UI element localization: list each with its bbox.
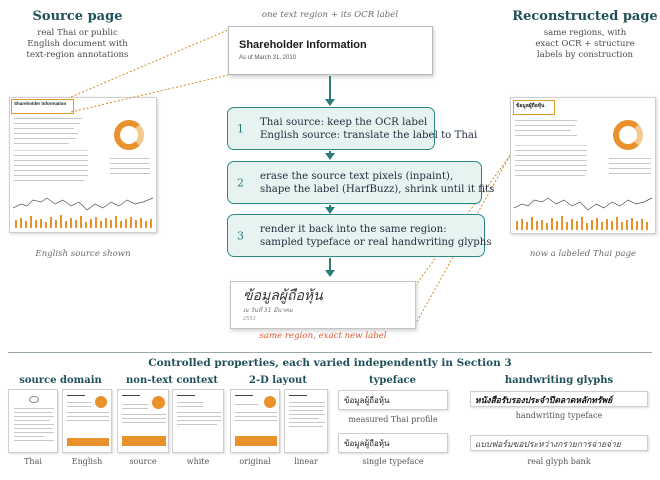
source-doc-header: Shareholder Information xyxy=(14,101,67,106)
mini-context-white xyxy=(172,389,224,453)
reconstructed-page-thumbnail: ข้อมูลผู้ถือหุ้น xyxy=(510,97,656,234)
group-2d-layout: 2-D layout xyxy=(249,375,307,386)
group-handwriting-glyphs: handwriting glyphs xyxy=(504,375,614,386)
arrow-head-2 xyxy=(325,153,335,160)
caption-real-glyph-bank: real glyph bank xyxy=(527,457,591,466)
flow-arrow-1 xyxy=(329,76,331,100)
reconstructed-chart-graphic xyxy=(514,197,653,230)
caption-linear: linear xyxy=(294,457,318,466)
output-year: 2553 xyxy=(243,316,256,322)
output-thai-sub: ณ วันที่ 31 มีนาคม xyxy=(243,307,293,314)
reconstructed-page-caption: now a labeled Thai page xyxy=(529,249,637,259)
handwriting-sample-glyph-bank: แบบฟอร์มขอประหว่างกรายการจ่ายจ่าย xyxy=(470,435,648,451)
group-typeface: typeface xyxy=(368,375,417,386)
stock-chart-graphic xyxy=(13,197,154,228)
caption-handwriting-typeface: handwriting typeface xyxy=(515,411,603,420)
step-2-number: 2 xyxy=(237,176,244,189)
donut-chart-icon xyxy=(114,120,144,150)
source-page-title: Source page xyxy=(32,9,123,24)
source-region-title: Shareholder Information xyxy=(239,39,367,51)
reconstructed-doc-header: ข้อมูลผู้ถือหุ้น xyxy=(516,103,545,109)
flow-arrow-4 xyxy=(329,258,331,272)
step-3-number: 3 xyxy=(237,229,244,242)
output-thai-title: ข้อมูลผู้ถือหุ้น xyxy=(243,288,323,304)
reconstructed-page-title: Reconstructed page xyxy=(512,9,658,24)
mini-layout-original xyxy=(230,389,280,453)
mini-context-source xyxy=(117,389,169,453)
reconstructed-highlight-box xyxy=(513,100,555,115)
step-3-text: render it back into the same region: sam… xyxy=(260,223,492,248)
source-page-caption: English source shown xyxy=(35,249,131,259)
group-non-text-context: non-text context xyxy=(126,375,218,386)
source-region-sub: As of March 31, 2010 xyxy=(239,55,297,61)
typeface-sample-measured: ข้อมูลผู้ถือหุ้น xyxy=(338,390,448,410)
output-caption: same region, exact new label xyxy=(259,331,387,341)
reconstructed-page-desc: same regions, with exact OCR + structure… xyxy=(535,28,635,60)
section-divider xyxy=(8,352,652,353)
arrow-head-1 xyxy=(325,99,335,106)
caption-english: English xyxy=(71,457,103,466)
reconstructed-donut-icon xyxy=(613,120,643,150)
group-source-domain: source domain xyxy=(19,375,102,386)
step-1-box: 1 Thai source: keep the OCR label Englis… xyxy=(227,107,477,150)
source-page-thumbnail: Shareholder Information xyxy=(9,97,157,233)
caption-white: white xyxy=(186,457,210,466)
arrow-head-4 xyxy=(325,270,335,277)
source-page-desc: real Thai or public English document wit… xyxy=(26,28,129,60)
typeface-sample-single: ข้อมูลผู้ถือหุ้น xyxy=(338,433,448,453)
arrow-head-3 xyxy=(325,207,335,214)
caption-source: source xyxy=(129,457,157,466)
step-2-box: 2 erase the source text pixels (inpaint)… xyxy=(227,161,494,204)
caption-measured-profile: measured Thai profile xyxy=(348,415,438,424)
region-label: one text region + its OCR label xyxy=(261,10,399,20)
step-2-text: erase the source text pixels (inpaint), … xyxy=(260,170,495,195)
mini-thai-page xyxy=(8,389,58,453)
source-region-box: Shareholder Information As of March 31, … xyxy=(228,26,433,75)
caption-original: original xyxy=(239,457,271,466)
caption-thai: Thai xyxy=(24,457,42,466)
step-3-box: 3 render it back into the same region: s… xyxy=(227,214,492,257)
mini-english-page xyxy=(62,389,112,453)
handwriting-sample-typeface: หนังสือรับรองประจำปีตลาดหลักทรัพย์ xyxy=(470,391,648,407)
output-region-box: ข้อมูลผู้ถือหุ้น ณ วันที่ 31 มีนาคม 2553 xyxy=(230,281,416,329)
mini-layout-linear xyxy=(284,389,328,453)
bottom-heading: Controlled properties, each varied indep… xyxy=(148,357,512,369)
caption-single-typeface: single typeface xyxy=(362,457,424,466)
step-1-text: Thai source: keep the OCR label English … xyxy=(260,116,478,141)
step-1-number: 1 xyxy=(237,122,244,135)
